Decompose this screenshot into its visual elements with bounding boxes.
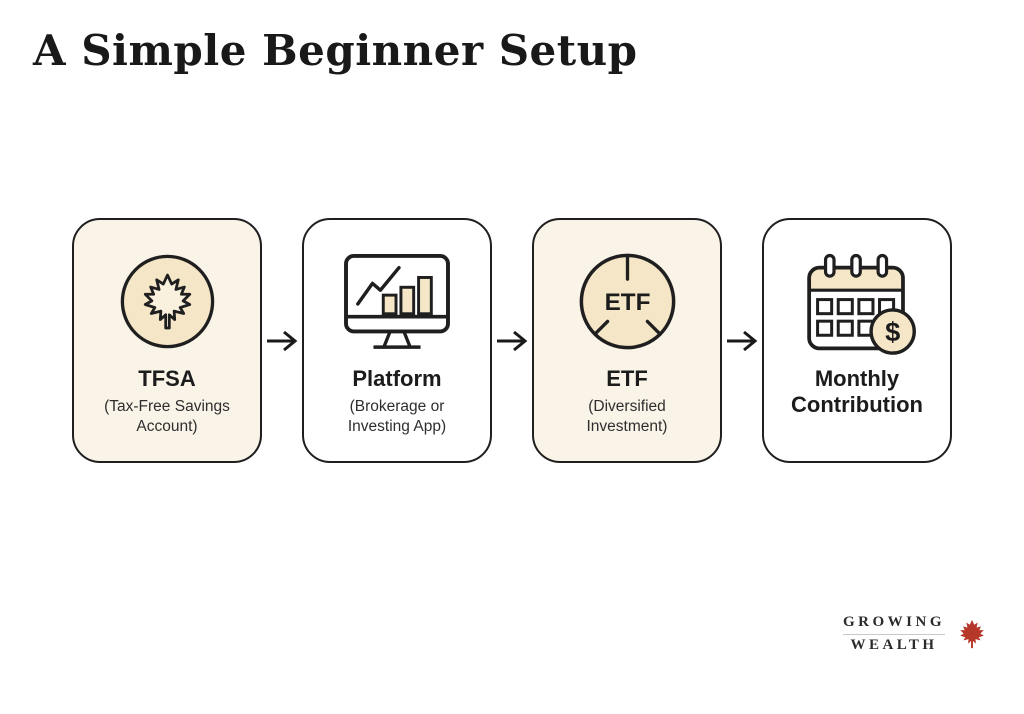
- brand-logo-text: GROWING WEALTH: [843, 614, 946, 654]
- card-monthly-contribution: $ Monthly Contribution: [762, 218, 952, 463]
- page-title: A Simple Beginner Setup: [33, 26, 638, 75]
- monitor-growth-chart-icon: [338, 246, 456, 356]
- red-maple-leaf-icon: [956, 618, 988, 650]
- right-arrow-icon: [722, 328, 762, 354]
- dollar-sign-glyph: $: [885, 316, 900, 347]
- right-arrow-icon: [262, 328, 302, 354]
- pie-chart-label: ETF: [604, 289, 650, 316]
- flow-diagram: TFSA (Tax-Free Savings Account) Platform…: [72, 218, 952, 463]
- card-etf: ETF ETF (Diversified Investment): [532, 218, 722, 463]
- card-subtitle: (Tax-Free Savings Account): [104, 397, 230, 436]
- logo-divider: [843, 634, 946, 635]
- brand-logo: GROWING WEALTH: [843, 614, 988, 654]
- card-title: Platform: [352, 366, 442, 391]
- right-arrow-icon: [492, 328, 532, 354]
- card-title: Monthly Contribution: [791, 366, 923, 417]
- calendar-dollar-icon: $: [796, 246, 918, 356]
- maple-leaf-circle-icon: [119, 246, 216, 356]
- card-title: TFSA: [138, 366, 196, 391]
- brand-name-line1: GROWING: [843, 614, 946, 630]
- card-tfsa: TFSA (Tax-Free Savings Account): [72, 218, 262, 463]
- card-platform: Platform (Brokerage or Investing App): [302, 218, 492, 463]
- brand-name-line2: WEALTH: [850, 637, 938, 653]
- pie-chart-icon: ETF: [577, 246, 678, 356]
- card-title: ETF: [606, 366, 648, 391]
- card-subtitle: (Brokerage or Investing App): [347, 397, 447, 436]
- card-subtitle: (Diversified Investment): [586, 397, 668, 436]
